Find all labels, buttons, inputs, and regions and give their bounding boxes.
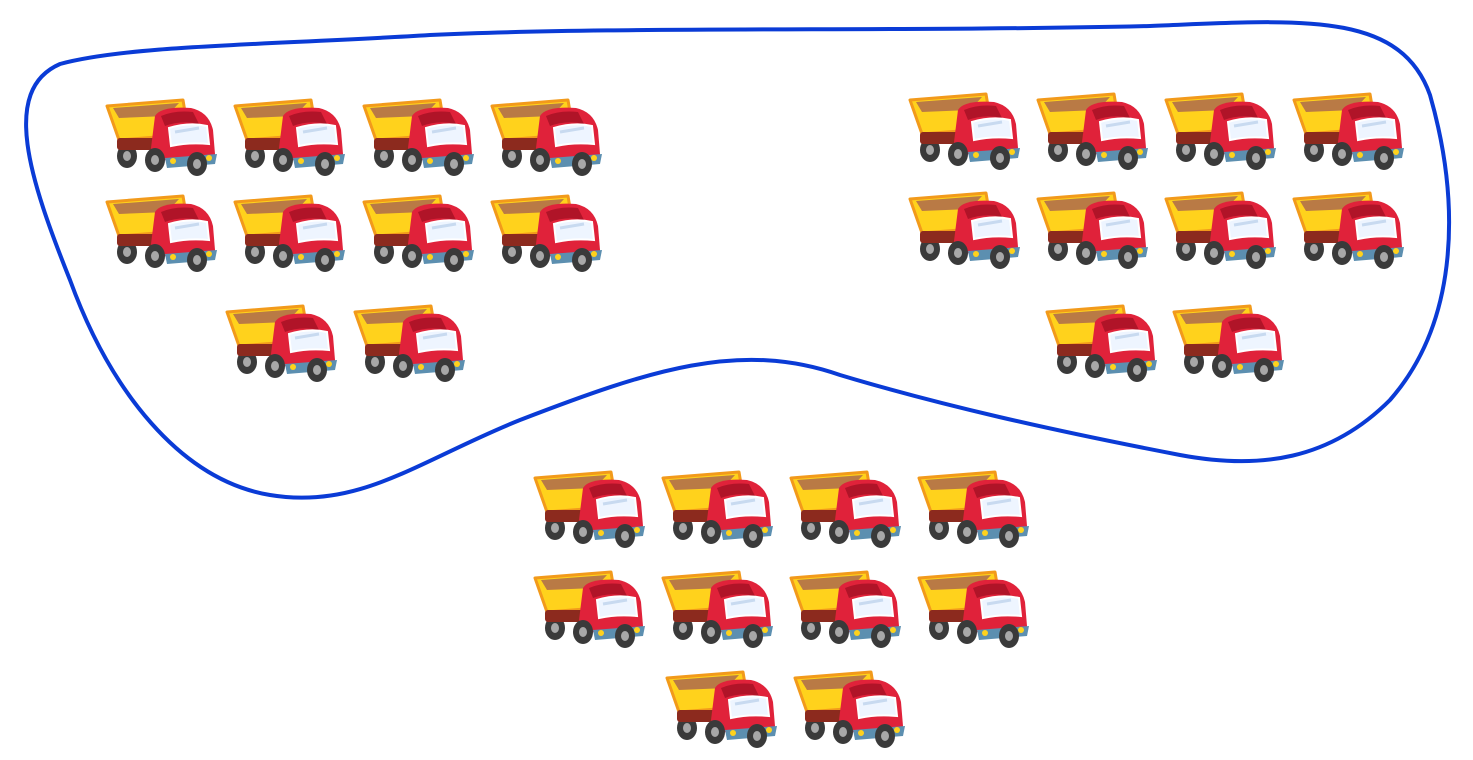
- dump-truck-icon: [533, 470, 647, 550]
- dump-truck-icon: [661, 470, 775, 550]
- dump-truck-icon: [233, 194, 347, 274]
- dump-truck-icon: [233, 98, 347, 178]
- dump-truck-icon: [917, 570, 1031, 650]
- group-right: [908, 92, 1406, 384]
- dump-truck-icon: [1036, 191, 1150, 271]
- group-left: [105, 98, 604, 384]
- dump-truck-icon: [917, 470, 1031, 550]
- dump-truck-icon: [1292, 92, 1406, 172]
- trucks-layer: [105, 92, 1406, 750]
- dump-truck-icon: [789, 470, 903, 550]
- dump-truck-icon: [362, 98, 476, 178]
- dump-truck-icon: [362, 194, 476, 274]
- dump-truck-icon: [490, 98, 604, 178]
- dump-truck-icon: [1172, 304, 1286, 384]
- dump-truck-icon: [105, 194, 219, 274]
- dump-truck-icon: [789, 570, 903, 650]
- dump-truck-icon: [665, 670, 779, 750]
- dump-truck-icon: [908, 92, 1022, 172]
- dump-truck-icon: [1045, 304, 1159, 384]
- dump-truck-icon: [1036, 92, 1150, 172]
- dump-truck-icon: [353, 304, 467, 384]
- dump-truck-icon: [1292, 191, 1406, 271]
- dump-truck-icon: [490, 194, 604, 274]
- dump-truck-icon: [1164, 191, 1278, 271]
- dump-truck-icon: [908, 191, 1022, 271]
- dump-truck-icon: [661, 570, 775, 650]
- grouping-outline: [24, 20, 1451, 500]
- group-bottom: [533, 470, 1031, 750]
- dump-truck-icon: [793, 670, 907, 750]
- dump-truck-icon: [225, 304, 339, 384]
- dump-truck-icon: [533, 570, 647, 650]
- dump-truck-icon: [1164, 92, 1278, 172]
- dump-truck-icon: [105, 98, 219, 178]
